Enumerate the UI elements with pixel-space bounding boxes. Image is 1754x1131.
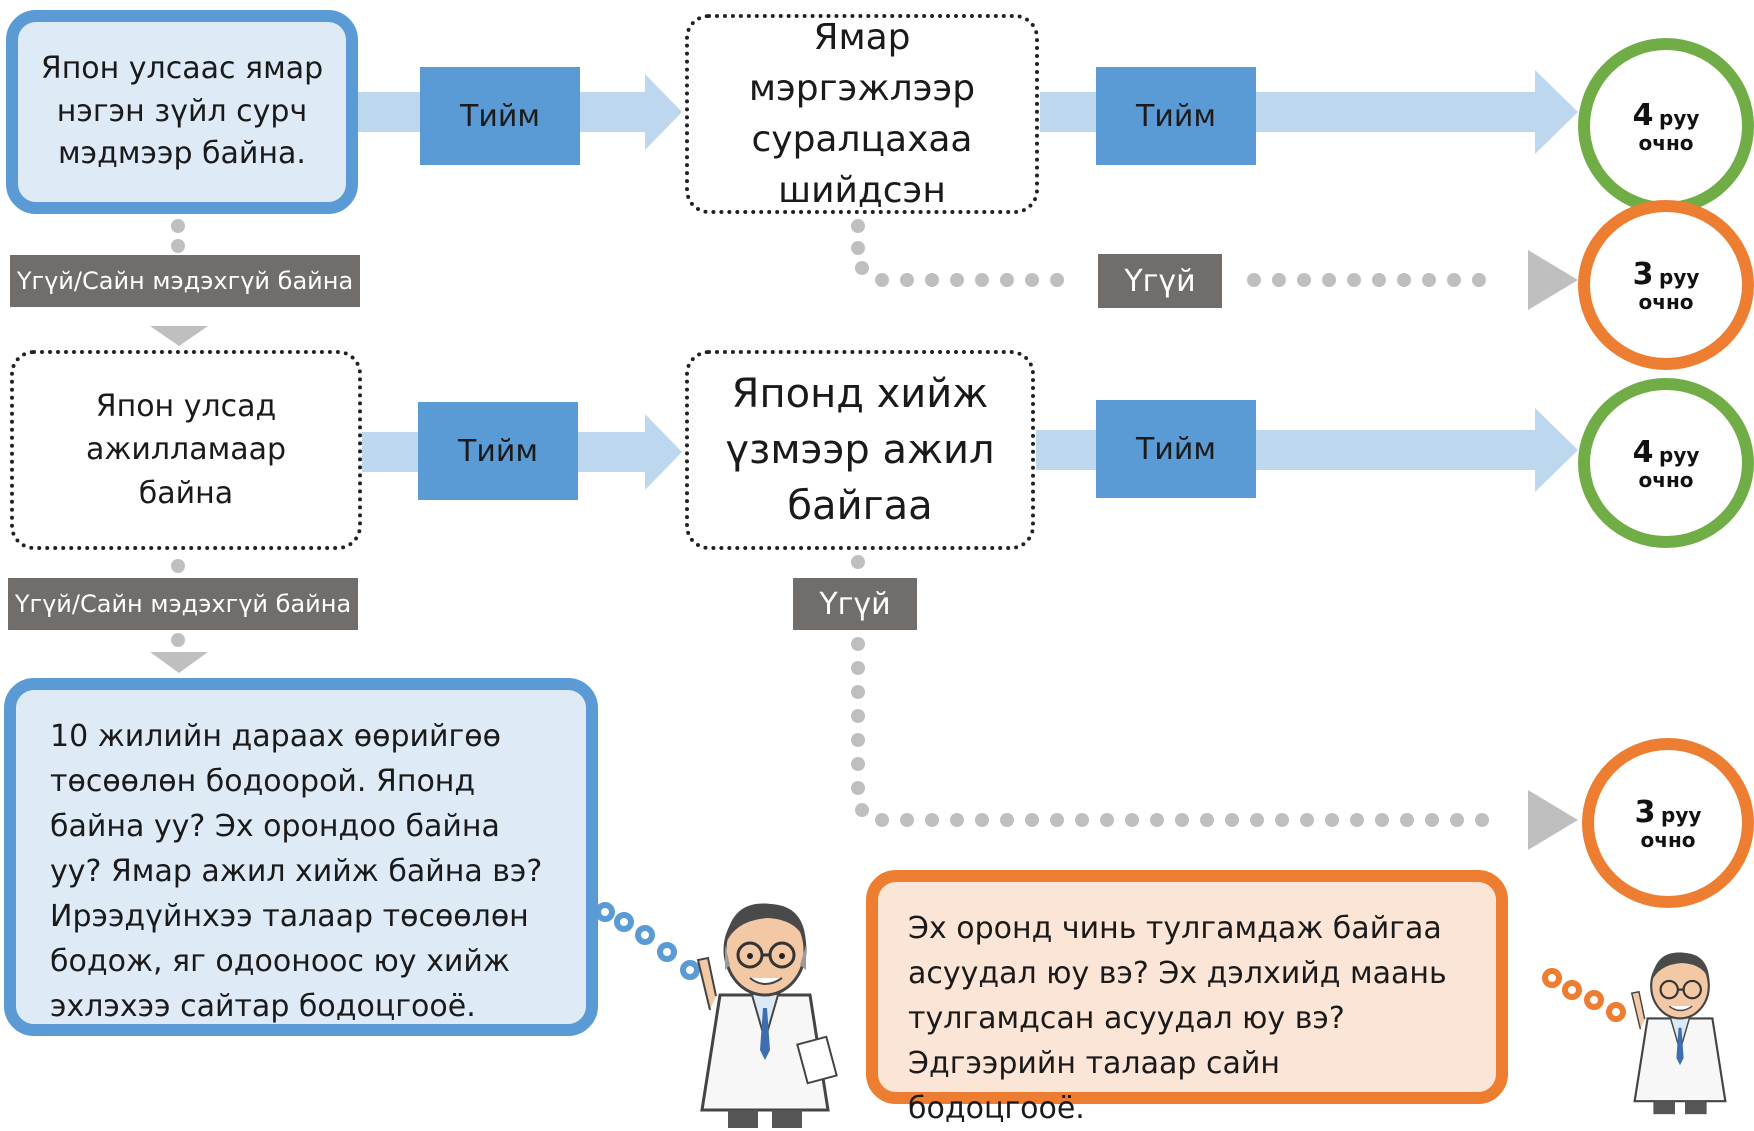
- question-job-japan-box: Японд хийж үзмээр ажил байгаа: [685, 350, 1035, 550]
- advice-home-text: Эх оронд чинь тулгамдаж байгаа асуудал ю…: [908, 911, 1447, 1126]
- yes-label-start: Тийм: [420, 67, 580, 165]
- question-work-japan-text: Япон улсад ажилламаар байна: [85, 388, 287, 511]
- advice-future-box: 10 жилийн дараах өөрийгөө төсөөлөн бодоо…: [4, 678, 598, 1036]
- start-box-text: Япон улсаас ямар нэгэн зүйл сурч мэдмээр…: [40, 51, 324, 172]
- target-1-unit: руу: [1659, 105, 1700, 130]
- dots-work-down: [171, 559, 185, 647]
- target-4-unit: руу: [1661, 802, 1702, 827]
- doctor-illustration-left: [696, 903, 838, 1128]
- target-3-number: 4: [1632, 434, 1654, 470]
- advice-future-text: 10 жилийн дараах өөрийгөө төсөөлөн бодоо…: [50, 719, 543, 1024]
- question-profession-box: Ямар мэргэжлээр суралцахаа шийдсэн: [685, 14, 1039, 214]
- yes-label-work: Тийм: [418, 402, 578, 500]
- dots-job-no: [851, 555, 1489, 827]
- speech-dots-right: [1542, 968, 1626, 1022]
- question-work-japan-box: Япон улсад ажилламаар байна: [10, 350, 362, 550]
- arrow-job-to-target3: [1036, 408, 1578, 492]
- target-3-goes: очно: [1638, 467, 1694, 492]
- dots-profession-no: [851, 219, 1486, 287]
- yes-label-job: Тийм: [1096, 400, 1256, 498]
- start-box: Япон улсаас ямар нэгэн зүйл сурч мэдмээр…: [6, 10, 358, 214]
- target-circle-1: 4 руу очно: [1578, 38, 1754, 214]
- target-4-number: 3: [1634, 794, 1656, 830]
- target-circle-2: 3 руу очно: [1578, 200, 1754, 370]
- no-unsure-label-2: Үгүй/Сайн мэдэхгүй байна: [8, 578, 358, 630]
- speech-dots-left: [595, 902, 700, 980]
- down-arrow-1: [150, 326, 208, 346]
- arrow-profession-to-target1: [1040, 70, 1578, 154]
- target-2-number: 3: [1632, 256, 1654, 292]
- dots-start-down: [171, 219, 185, 253]
- yes-label-profession: Тийм: [1096, 67, 1256, 165]
- target-1-number: 4: [1632, 97, 1654, 133]
- no-unsure-label-1: Үгүй/Сайн мэдэхгүй байна: [10, 255, 360, 307]
- no-label-job: Үгүй: [793, 578, 917, 630]
- target-2-goes: очно: [1638, 289, 1694, 314]
- target-circle-4: 3 руу очно: [1582, 738, 1754, 908]
- advice-home-box: Эх оронд чинь тулгамдаж байгаа асуудал ю…: [866, 870, 1508, 1126]
- target-2-unit: руу: [1659, 264, 1700, 289]
- arrow-to-target2: [1528, 250, 1578, 310]
- arrow-to-target4: [1528, 790, 1578, 850]
- question-profession-text: Ямар мэргэжлээр суралцахаа шийдсэн: [748, 16, 976, 212]
- down-arrow-2: [150, 652, 208, 673]
- target-3-unit: руу: [1659, 442, 1700, 467]
- question-job-japan-text: Японд хийж үзмээр ажил байгаа: [725, 371, 995, 529]
- target-1-goes: очно: [1638, 130, 1694, 155]
- no-label-profession: Үгүй: [1098, 254, 1222, 308]
- target-4-goes: очно: [1640, 827, 1696, 852]
- target-circle-3: 4 руу очно: [1578, 378, 1754, 548]
- doctor-illustration-right: [1630, 952, 1727, 1115]
